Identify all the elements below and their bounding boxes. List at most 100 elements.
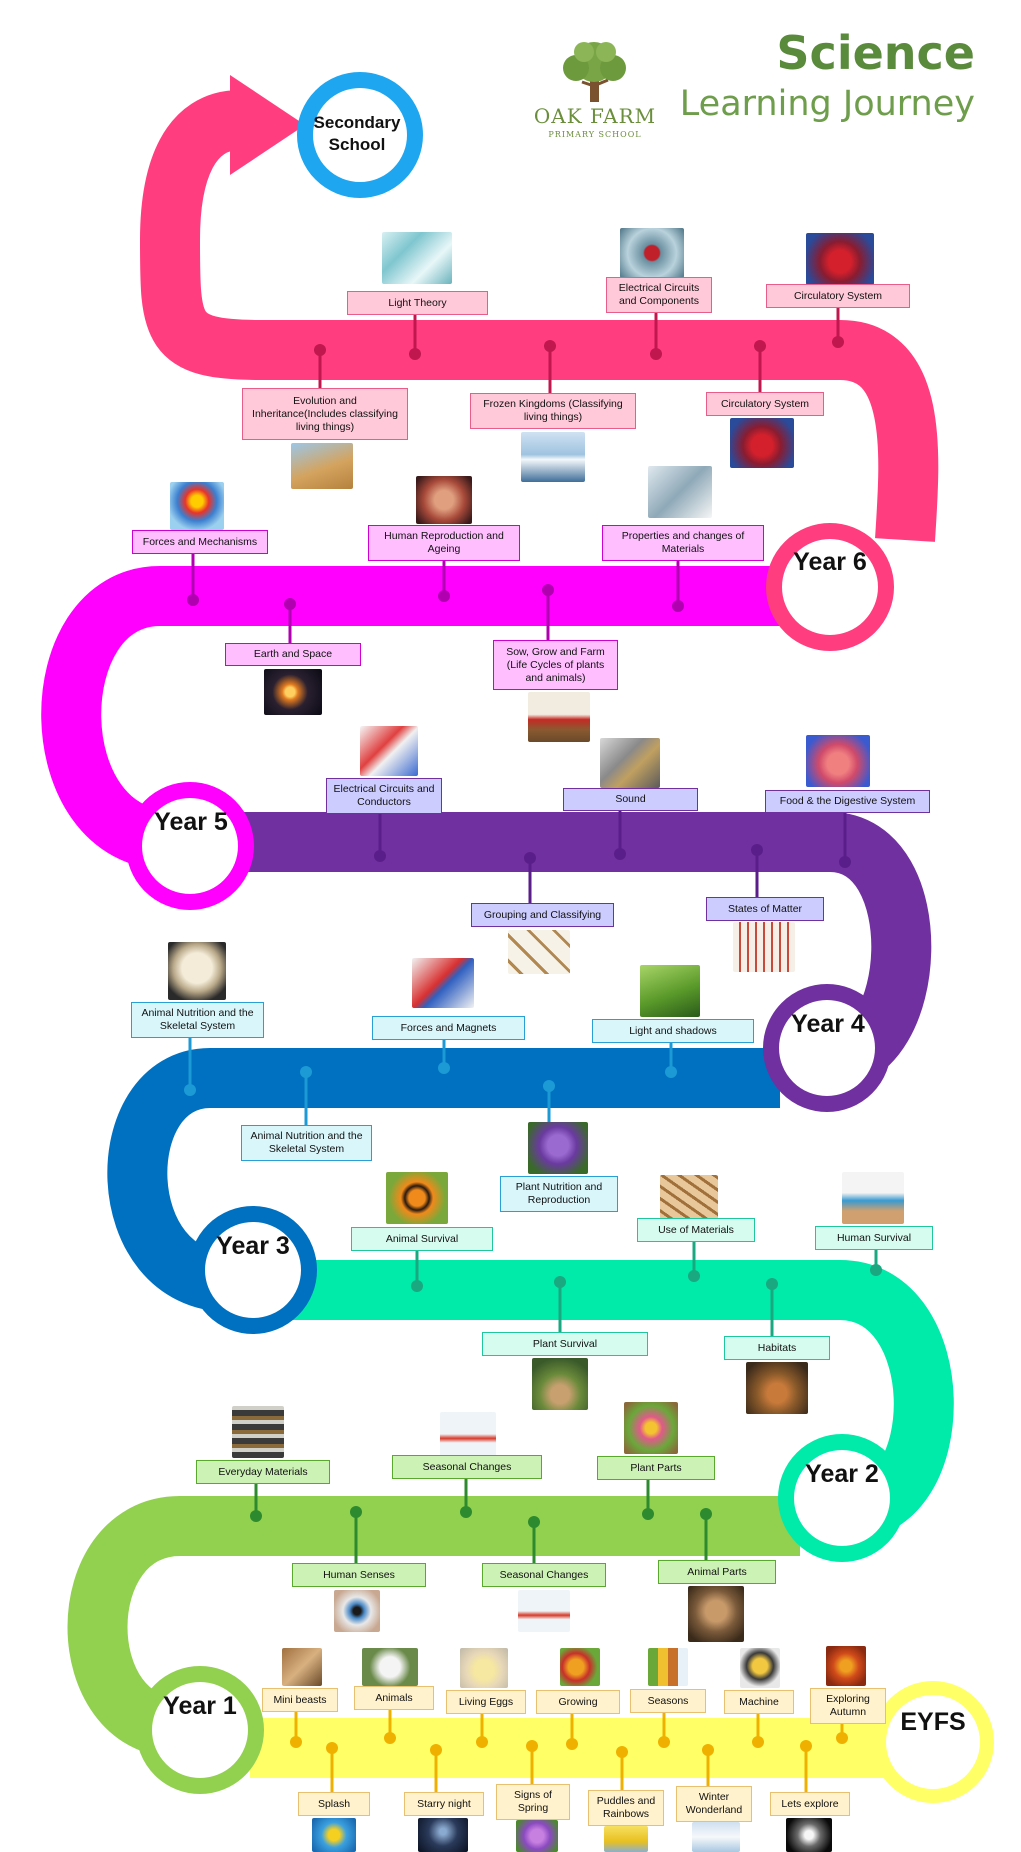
- topic-electrical-conductors: Electrical Circuits and Conductors: [326, 778, 442, 814]
- pin-grouping-dot: [524, 852, 536, 864]
- year6-circle: [766, 523, 894, 651]
- windsock-image-bottom: [518, 1590, 570, 1632]
- light-theory-image: [382, 232, 452, 284]
- topic-machine: Machine: [724, 1690, 794, 1714]
- topic-mini-beasts: Mini beasts: [262, 1688, 338, 1712]
- pin-earth-space-dot: [284, 598, 296, 610]
- pin-animal-parts-dot: [700, 1508, 712, 1520]
- skull-image: [168, 942, 226, 1000]
- butterflies-image: [508, 930, 570, 974]
- pin-frozen-kingdoms-dot: [544, 340, 556, 352]
- topic-growing: Growing: [536, 1690, 620, 1714]
- year5-label: Year 5: [154, 808, 228, 836]
- topic-circulatory-bottom: Circulatory System: [706, 392, 824, 416]
- parachute-image: [170, 482, 224, 530]
- pin-seasons-dot: [658, 1736, 670, 1748]
- pin-lets-explore-dot: [800, 1740, 812, 1752]
- machine-image: [740, 1648, 780, 1688]
- page-title: Science: [776, 26, 975, 80]
- eyfs-circle: [872, 1681, 994, 1803]
- pin-use-materials-dot: [688, 1270, 700, 1282]
- pin-human-survival-dot: [870, 1264, 882, 1276]
- exercise-image: [842, 1172, 904, 1224]
- topic-habitats: Habitats: [724, 1336, 830, 1360]
- topic-starry-night: Starry night: [404, 1792, 484, 1816]
- sound-instrument-image: [600, 738, 660, 788]
- pin-growing-dot: [566, 1738, 578, 1750]
- year3-label: Year 3: [216, 1232, 290, 1260]
- page-subtitle: Learning Journey: [679, 84, 975, 124]
- pin-digestive-dot: [839, 856, 851, 868]
- chicks-image: [460, 1648, 508, 1688]
- pin-winter-dot: [702, 1744, 714, 1756]
- topic-puddles-rainbows: Puddles and Rainbows: [588, 1790, 664, 1826]
- topic-seasons: Seasons: [630, 1689, 706, 1713]
- pin-human-senses-dot: [350, 1506, 362, 1518]
- topic-forces-magnets: Forces and Magnets: [372, 1016, 525, 1040]
- electrical-components-image: [620, 228, 684, 278]
- pin-animal-survival-dot: [411, 1280, 423, 1292]
- pin-reproduction-dot: [438, 590, 450, 602]
- topic-states-matter: States of Matter: [706, 897, 824, 921]
- frozen-kingdoms-image: [521, 432, 585, 482]
- pin-forces-magnets-dot: [438, 1062, 450, 1074]
- topic-plant-parts: Plant Parts: [597, 1456, 715, 1480]
- pin-electrical-conductors-dot: [374, 850, 386, 862]
- topic-human-survival: Human Survival: [815, 1226, 933, 1250]
- pin-forces-mechanisms-dot: [187, 594, 199, 606]
- pin-animal-nutrition-bottom-dot: [300, 1066, 312, 1078]
- pin-light-shadows-dot: [665, 1066, 677, 1078]
- road-year5: [41, 566, 800, 870]
- heart-image-top: [806, 233, 874, 285]
- year6-label: Year 6: [793, 548, 867, 576]
- pin-plant-parts-dot: [642, 1508, 654, 1520]
- pin-properties-dot: [672, 600, 684, 612]
- topic-forces-mechanisms: Forces and Mechanisms: [132, 530, 268, 554]
- pin-sound-dot: [614, 848, 626, 860]
- pin-light-theory-dot: [409, 348, 421, 360]
- pin-circulatory-top-dot: [832, 336, 844, 348]
- logo-name: OAK FARM: [533, 104, 657, 128]
- winter-image: [692, 1822, 740, 1852]
- topic-circulatory-top: Circulatory System: [766, 284, 910, 308]
- seasons-image: [648, 1648, 688, 1686]
- topic-splash: Splash: [298, 1792, 370, 1816]
- topic-grouping-classifying: Grouping and Classifying: [471, 903, 614, 927]
- topic-digestive: Food & the Digestive System: [765, 790, 930, 813]
- pin-animal-nutrition-top-dot: [184, 1084, 196, 1096]
- materials-image: [648, 466, 712, 518]
- crocus-image: [516, 1820, 558, 1852]
- road-year3: [107, 1048, 780, 1312]
- secondary-school-label: Secondary School: [313, 113, 401, 154]
- topic-light-theory: Light Theory: [347, 291, 488, 315]
- eye-image: [334, 1590, 380, 1632]
- starry-night-image: [418, 1818, 468, 1852]
- road-arrow-head: [230, 75, 305, 175]
- fruit-image: [560, 1648, 600, 1686]
- topic-sow-grow-farm: Sow, Grow and Farm (Life Cycles of plant…: [493, 640, 618, 690]
- pin-states-matter-dot: [751, 844, 763, 856]
- secondary-school-circle: [297, 72, 423, 198]
- year2-circle: [778, 1434, 906, 1562]
- windsock-image-top: [440, 1412, 496, 1456]
- pin-animals-dot: [384, 1732, 396, 1744]
- foxes-image: [746, 1362, 808, 1414]
- wood-materials-image: [660, 1175, 718, 1221]
- puppy-image: [688, 1586, 744, 1642]
- year2-label: Year 2: [805, 1460, 879, 1488]
- pin-living-eggs-dot: [476, 1736, 488, 1748]
- butterfly-image: [386, 1172, 448, 1224]
- pin-puddles-dot: [616, 1746, 628, 1758]
- topic-everyday-materials: Everyday Materials: [196, 1460, 330, 1484]
- topic-earth-space: Earth and Space: [225, 643, 361, 666]
- pin-habitats-dot: [766, 1278, 778, 1290]
- flower-image: [528, 1122, 588, 1174]
- topic-animals: Animals: [354, 1686, 434, 1710]
- year1-circle: [136, 1666, 264, 1794]
- topic-winter-wonderland: Winter Wonderland: [676, 1786, 752, 1822]
- topic-animal-survival: Animal Survival: [351, 1227, 493, 1251]
- year4-label: Year 4: [791, 1010, 865, 1038]
- topic-frozen-kingdoms: Frozen Kingdoms (Classifying living thin…: [470, 393, 636, 429]
- tractor-image: [528, 692, 590, 742]
- explore-image: [786, 1818, 832, 1852]
